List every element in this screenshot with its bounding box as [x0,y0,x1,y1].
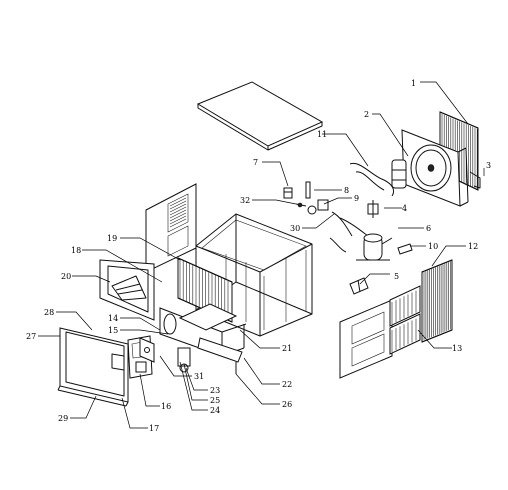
callout-29: 29 [58,414,68,423]
callout-4: 4 [402,204,407,213]
callout-32: 32 [240,196,250,205]
callout-19: 19 [107,234,117,243]
callout-28: 28 [44,308,54,317]
callout-23: 23 [210,386,220,395]
callout-10: 10 [428,242,438,251]
callout-1: 1 [411,79,416,88]
callout-8: 8 [344,186,349,195]
front-frame [99,259,155,321]
valve-fittings [295,181,329,215]
callout-2: 2 [364,110,369,119]
callout-27: 27 [26,332,36,341]
callout-3: 3 [486,161,491,170]
callout-18: 18 [71,246,81,255]
callout-31: 31 [194,372,204,381]
callout-5: 5 [394,272,399,281]
callout-12: 12 [468,242,478,251]
callout-6: 6 [426,224,431,233]
refrigerant-piping [329,162,395,253]
callout-22: 22 [282,380,292,389]
side-grille [421,259,453,343]
callout-30: 30 [290,224,300,233]
callout-20: 20 [61,272,71,281]
callout-16: 16 [161,402,171,411]
callout-21: 21 [282,344,292,353]
callout-17: 17 [149,424,159,433]
callout-26: 26 [282,400,292,409]
callout-15: 15 [108,326,118,335]
top-cover-panel [196,81,324,151]
callout-9: 9 [354,194,359,203]
callout-24: 24 [210,406,220,415]
callout-14: 14 [108,314,118,323]
front-grille [57,327,129,407]
leader-lines [38,81,485,429]
compressor [356,233,393,261]
callout-labels: 1 2 3 4 5 6 7 8 9 10 11 12 13 14 15 16 1… [26,79,491,433]
callout-25: 25 [210,396,220,405]
service-valve [349,277,369,295]
drain-fitting [397,243,413,255]
drain-pan [197,337,243,374]
fan-motor [367,159,407,218]
blower-assembly [159,303,247,373]
callout-13: 13 [452,344,462,353]
side-louver-panel [145,183,197,273]
rear-bracket [469,171,481,189]
callout-7: 7 [253,158,258,167]
air-filters [389,285,421,355]
capacitor [283,187,293,199]
side-panel [339,299,393,379]
control-panel [139,337,155,363]
callout-11: 11 [317,130,327,139]
